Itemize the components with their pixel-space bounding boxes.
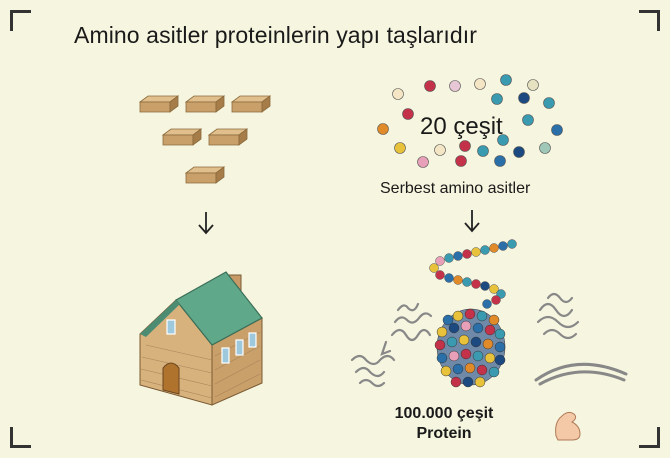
amino-acid-bead-icon: [491, 93, 503, 105]
protein-structure-icon: [350, 354, 396, 388]
amino-acid-bead-icon: [392, 88, 404, 100]
protein-structure-icon: [380, 302, 433, 356]
amino-acid-bead-icon: [518, 92, 530, 104]
amino-acid-bead-icon: [474, 78, 486, 90]
down-arrow-icon: [198, 212, 214, 235]
protein-count-label: 100.000 çeşit: [394, 405, 494, 422]
frame-corner-bottom-right: [639, 427, 660, 448]
protein-structure-icon: [534, 362, 628, 386]
frame-corner-top-left: [10, 10, 31, 31]
page-title: Amino asitler proteinlerin yapı taşlarıd…: [74, 22, 478, 48]
amino-acid-bead-icon: [434, 144, 446, 156]
amino-acid-bead-icon: [522, 114, 534, 126]
amino-acid-bead-icon: [449, 80, 461, 92]
frame-corner-bottom-left: [10, 427, 31, 448]
protein-structure-icon: [536, 292, 580, 340]
free-amino-acids-label: Serbest amino asitler: [380, 180, 531, 197]
amino-acid-bead-icon: [513, 146, 525, 158]
amino-acid-bead-icon: [543, 97, 555, 109]
amino-acid-bead-icon: [402, 108, 414, 120]
house-icon: [139, 271, 263, 406]
frame-corner-top-right: [639, 10, 660, 31]
amino-acid-bead-icon: [477, 145, 489, 157]
amino-acid-bead-icon: [424, 80, 436, 92]
muscle-arm-icon: [555, 411, 581, 441]
amino-acid-bead-icon: [494, 155, 506, 167]
amino-acid-bead-icon: [539, 142, 551, 154]
amino-acid-count-label: 20 çeşit: [420, 113, 503, 140]
amino-acid-bead-icon: [377, 123, 389, 135]
protein-name-label: Protein: [416, 425, 472, 442]
protein-structure-icon: [434, 308, 506, 388]
amino-acid-bead-icon: [551, 124, 563, 136]
amino-acid-bead-icon: [497, 134, 509, 146]
free-amino-acids: [377, 74, 563, 168]
amino-acid-bead-icon: [527, 79, 539, 91]
amino-acid-bead-icon: [394, 142, 406, 154]
amino-acid-bead-icon: [455, 155, 467, 167]
amino-acid-bead-icon: [500, 74, 512, 86]
protein-label: 100.000 çeşit Protein: [384, 404, 504, 444]
amino-acid-bead-icon: [459, 140, 471, 152]
amino-acid-chain-icon: [429, 239, 517, 309]
amino-acid-bead-icon: [417, 156, 429, 168]
down-arrow-icon: [464, 210, 480, 233]
